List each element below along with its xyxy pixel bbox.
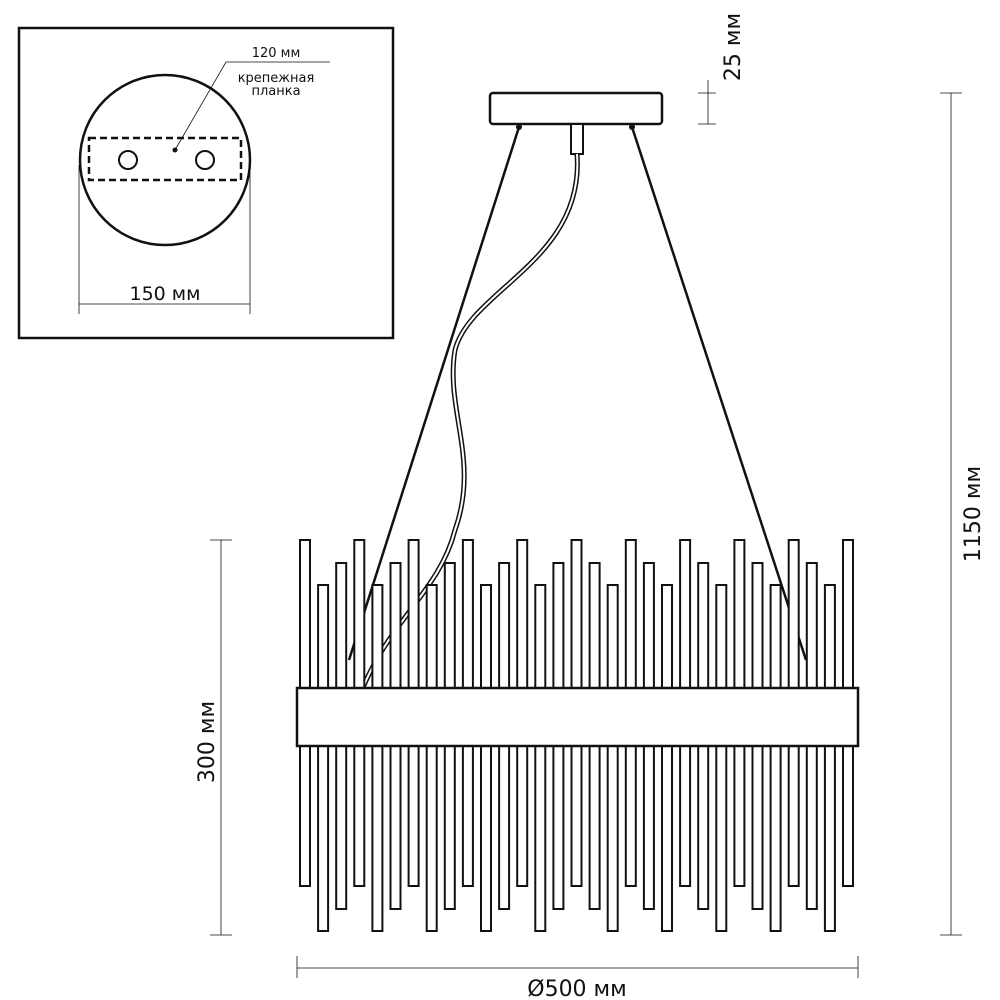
dimension-canopy-height: 25 мм xyxy=(698,13,746,125)
plate-name-line1: крепежная xyxy=(238,71,315,86)
plate-name-line2: планка xyxy=(251,84,300,99)
screw-hole-left xyxy=(118,150,138,170)
crystal-rod xyxy=(715,584,728,932)
frame-band xyxy=(295,686,860,748)
crystal-rod xyxy=(606,584,619,932)
leader-line xyxy=(174,61,330,151)
crystal-rod xyxy=(371,584,384,932)
crystal-rod xyxy=(317,584,330,932)
total-height-label: 1150 мм xyxy=(961,466,986,562)
screw-hole-right xyxy=(195,150,215,170)
canopy-diameter-label: 150 мм xyxy=(130,283,201,305)
canopy-top-view xyxy=(78,73,252,247)
crystal-rod xyxy=(769,584,782,932)
suspension-wire-left xyxy=(347,126,521,661)
diameter-label: Ø500 мм xyxy=(527,977,627,1000)
suspension-wire-right xyxy=(630,126,808,661)
crystal-rod xyxy=(425,584,438,932)
mounting-plate-outline xyxy=(87,136,243,182)
crystal-rod xyxy=(823,584,836,932)
plate-width-label: 120 мм xyxy=(252,46,301,61)
cable-gland xyxy=(570,123,584,155)
crystal-rod xyxy=(534,584,547,932)
canopy-height-label: 25 мм xyxy=(721,13,746,81)
crystal-rod xyxy=(480,584,492,932)
ceiling-canopy xyxy=(488,91,664,126)
mounting-inset: 120 мм крепежная планка 150 мм xyxy=(17,26,395,340)
dimension-diameter: Ø500 мм xyxy=(296,956,859,1000)
crystal-rod xyxy=(661,584,673,932)
dimension-body-height: 300 мм xyxy=(195,539,232,936)
dimension-total-height: 1150 мм xyxy=(940,92,986,936)
inset-frame xyxy=(17,26,395,340)
body-height-label: 300 мм xyxy=(195,701,220,783)
